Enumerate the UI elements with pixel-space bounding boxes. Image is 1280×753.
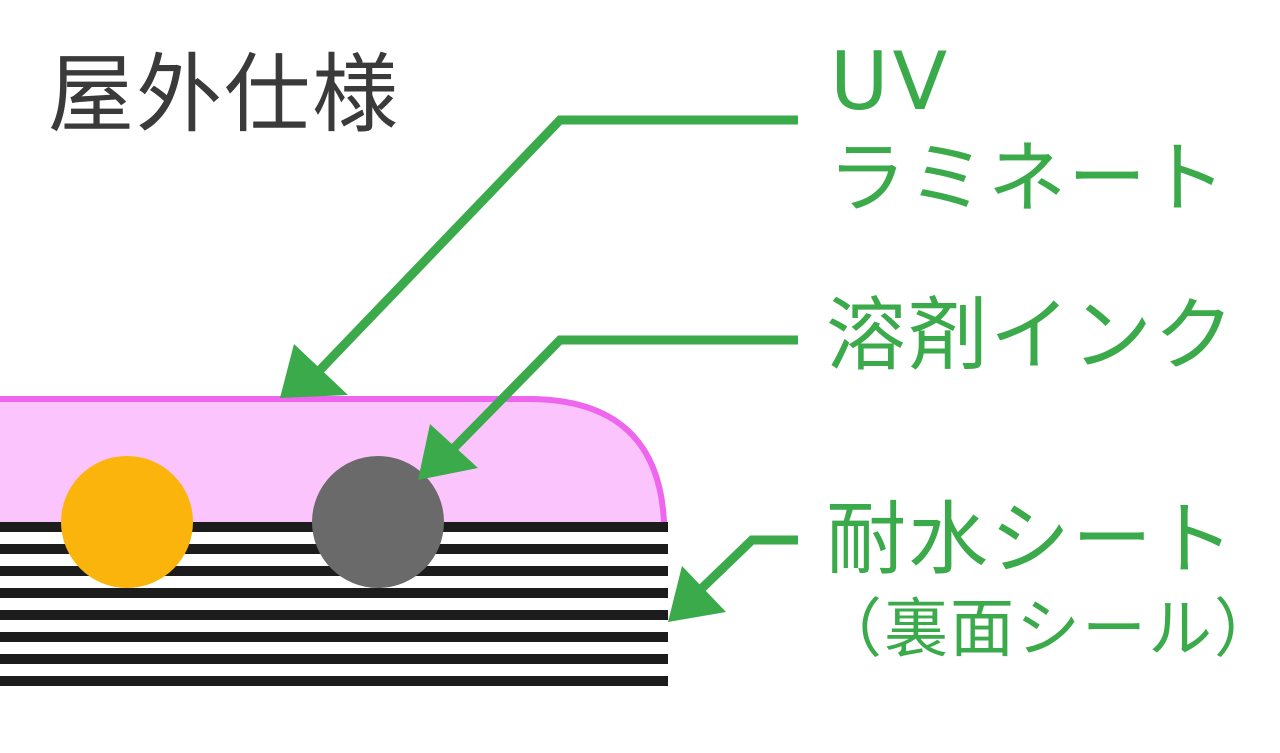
arrow-solvent-ink [446,335,798,456]
arrow-uv-laminate [316,115,798,374]
arrowhead-uv-laminate [280,344,348,398]
label-laminate: ラミネート [828,134,1229,224]
label-waterproof-sheet: 耐水シート [826,493,1236,586]
ink-dot-gray [312,456,444,588]
page-title: 屋外仕様 [48,45,400,145]
sheet-stripe [0,610,668,620]
sheet-stripe [0,654,668,664]
sheet-stripe [0,676,668,686]
arrow-waterproof-sheet [694,535,798,596]
uv-laminate-edge [0,396,667,523]
sheet-stripe [0,588,668,598]
label-solvent-ink: 溶剤インク [826,289,1236,382]
label-back-seal: （裏面シール） [818,593,1280,667]
ink-dot-yellow [61,456,193,588]
arrowhead-solvent-ink [418,424,478,480]
arrowhead-waterproof-sheet [668,566,726,622]
sheet-stripe [0,632,668,642]
label-uv: UV [830,35,952,128]
